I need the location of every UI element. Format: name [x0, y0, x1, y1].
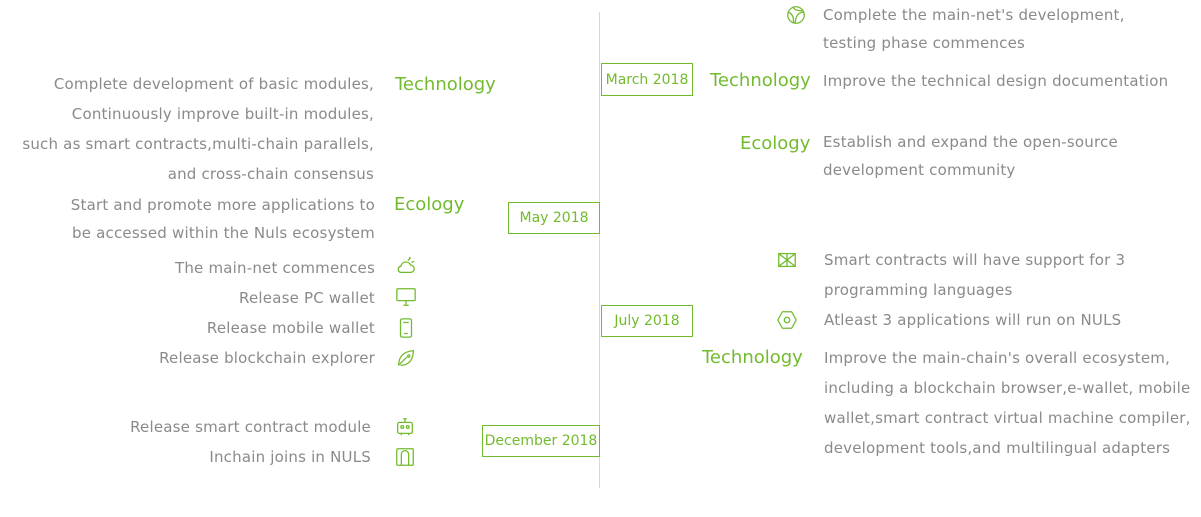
- july-technology-category: Technology: [702, 347, 803, 368]
- cloud-icon: [395, 255, 417, 277]
- may-ecology-description: Start and promote more applications to b…: [70, 196, 375, 242]
- march-technology-description: Improve the technical design documentati…: [823, 72, 1169, 90]
- door-icon: [394, 446, 416, 468]
- march-ecology-category: Ecology: [740, 133, 811, 154]
- may-item-pc-wallet: Release PC wallet: [239, 289, 375, 307]
- july-technology-description: Improve the main-chain's overall ecosyst…: [824, 349, 1191, 457]
- may-item-mobile-wallet: Release mobile wallet: [206, 319, 375, 337]
- march-ecology-description: Establish and expand the open-source dev…: [823, 133, 1118, 179]
- monitor-icon: [395, 286, 417, 308]
- may-technology-description: Complete development of basic modules, C…: [22, 75, 374, 183]
- december-item-smart-contract: Release smart contract module: [130, 418, 371, 436]
- date-may-2018: May 2018: [508, 202, 600, 234]
- hexagon-icon: [776, 309, 798, 331]
- timeline-line: [599, 12, 600, 488]
- leaf-icon: [395, 347, 417, 369]
- july-item-applications: Atleast 3 applications will run on NULS: [824, 311, 1122, 329]
- may-technology-category: Technology: [395, 74, 496, 95]
- date-march-2018: March 2018: [601, 63, 693, 96]
- contract-icon: [776, 249, 798, 271]
- july-item-smart-contracts: Smart contracts will have support for 3 …: [824, 251, 1126, 299]
- date-december-2018: December 2018: [482, 425, 600, 457]
- march-technology-category: Technology: [710, 70, 811, 91]
- robot-icon: [394, 416, 416, 438]
- may-item-mainnet: The main-net commences: [174, 259, 375, 277]
- globe-icon: [785, 4, 807, 26]
- march-top-description: Complete the main-net's development, tes…: [823, 6, 1125, 52]
- mobile-icon: [395, 317, 417, 339]
- december-item-inchain: Inchain joins in NULS: [209, 448, 371, 466]
- date-july-2018: July 2018: [601, 305, 693, 337]
- may-ecology-category: Ecology: [394, 194, 465, 215]
- may-item-blockchain-explorer: Release blockchain explorer: [159, 349, 375, 367]
